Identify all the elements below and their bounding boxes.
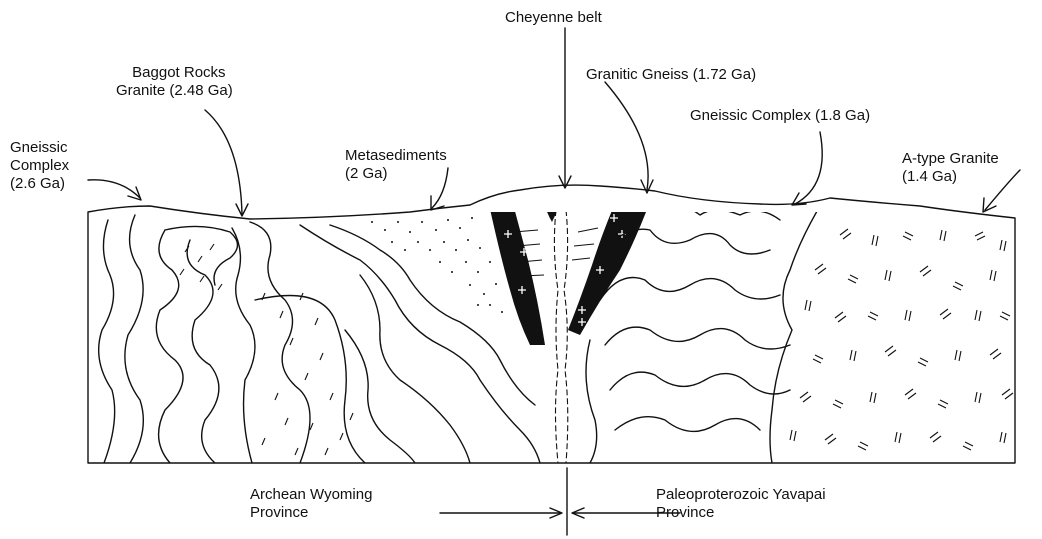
cheyenne-shear-zone	[554, 210, 567, 463]
label-archean-province: Archean Wyoming Province	[250, 486, 372, 522]
label-metasediments: Metasediments (2 Ga)	[345, 147, 447, 183]
label-gneissic-complex-26: Gneissic Complex (2.6 Ga)	[10, 139, 69, 193]
metasediments-pattern	[371, 217, 503, 313]
label-baggot-rocks-line2: Granite (2.48 Ga)	[116, 82, 233, 100]
label-gneissic-26-line3: (2.6 Ga)	[10, 175, 69, 193]
label-gneissic-26-line1: Gneissic	[10, 139, 69, 157]
label-yavapai-line1: Paleoproterozoic Yavapai	[656, 486, 826, 504]
label-metasediments-line1: Metasediments	[345, 147, 447, 165]
label-yavapai-province: Paleoproterozoic Yavapai Province	[656, 486, 826, 522]
label-metasediments-line2: (2 Ga)	[345, 165, 447, 183]
granitic-gneiss-left-body	[488, 198, 545, 345]
baggot-granite-boundary	[255, 296, 365, 464]
label-baggot-rocks: Baggot Rocks Granite (2.48 Ga)	[125, 64, 233, 100]
a-type-granite-pattern	[790, 229, 1013, 450]
baggot-arrow	[205, 110, 242, 214]
label-gneissic-26-line2: Complex	[10, 157, 69, 175]
gneissic-complex-26-folds	[99, 215, 310, 463]
granitic-gneiss-arrow	[605, 82, 648, 190]
cheyenne-core-black	[542, 196, 562, 222]
label-baggot-rocks-line1: Baggot Rocks	[125, 64, 233, 82]
label-a-type-granite: A-type Granite (1.4 Ga)	[902, 150, 999, 186]
gneissic-26-arrow	[88, 180, 140, 198]
leader-arrows	[88, 28, 1020, 535]
granitic-gneiss-right-body	[568, 192, 652, 336]
label-yavapai-line2: Province	[656, 504, 826, 522]
label-a-type-line2: (1.4 Ga)	[902, 168, 999, 186]
label-gneissic-complex-18: Gneissic Complex (1.8 Ga)	[690, 107, 870, 125]
block-outline	[88, 185, 1015, 463]
label-archean-line2: Province	[250, 504, 372, 522]
label-granitic-gneiss: Granitic Gneiss (1.72 Ga)	[586, 66, 756, 84]
label-archean-line1: Archean Wyoming	[250, 486, 372, 504]
label-a-type-line1: A-type Granite	[902, 150, 999, 168]
label-cheyenne-belt: Cheyenne belt	[505, 9, 602, 27]
a-type-granite-boundary	[770, 206, 820, 463]
